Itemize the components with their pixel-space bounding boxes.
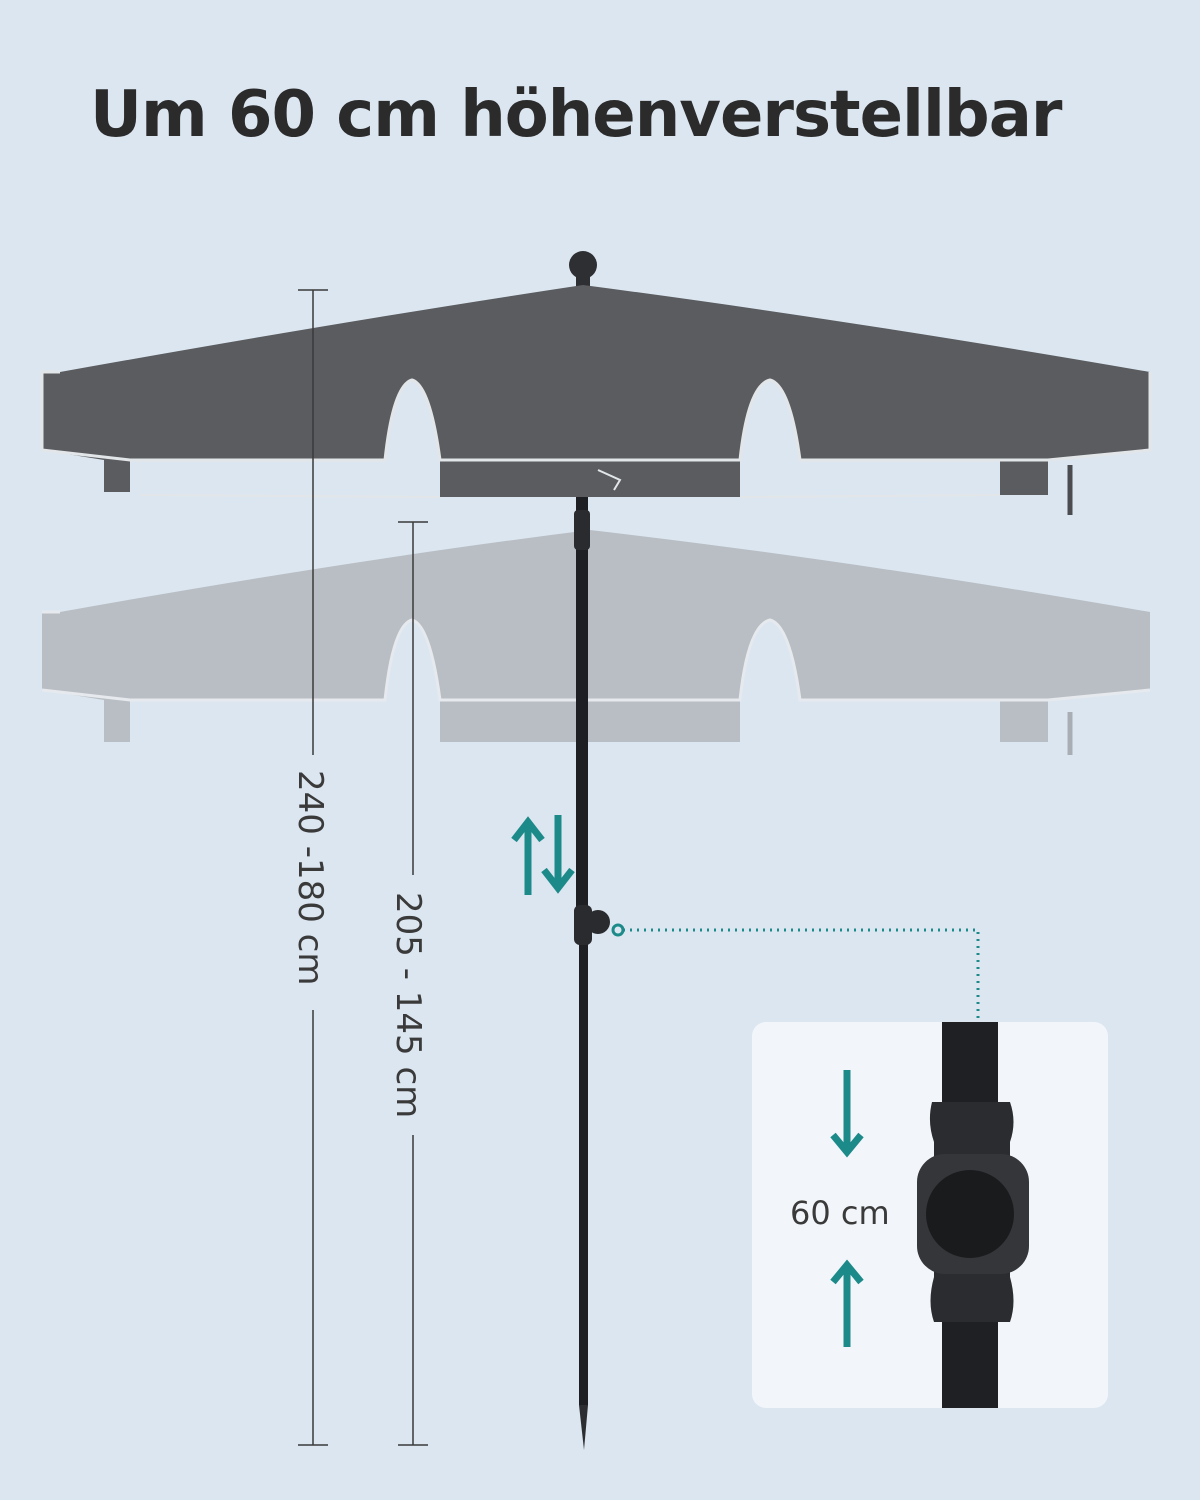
outer-height-label: 240 -180 cm: [290, 770, 330, 986]
adjust-range-label: 60 cm: [790, 1194, 890, 1232]
detail-inset: 60 cm: [752, 1022, 1108, 1408]
inner-height-label: 205 - 145 cm: [388, 892, 428, 1119]
knob-closeup: [830, 1022, 1029, 1408]
outer-dimension-line: [298, 289, 328, 1446]
up-down-arrows-icon: [511, 815, 575, 895]
umbrella-pole: [574, 455, 980, 1450]
raised-canopy: [40, 251, 1152, 515]
inner-dimension-line: [398, 521, 428, 1446]
lowered-canopy: [41, 530, 1151, 755]
page-title: Um 60 cm höhenverstellbar: [90, 78, 1062, 152]
